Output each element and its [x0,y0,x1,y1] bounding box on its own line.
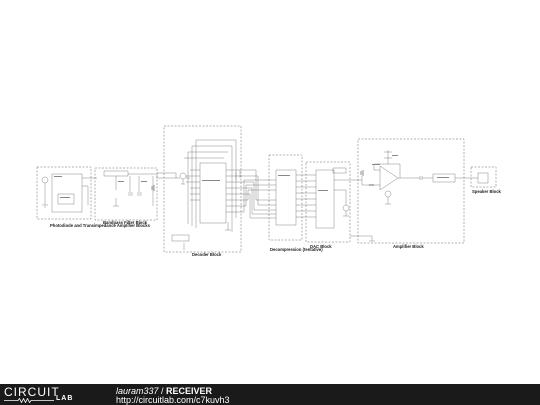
label-photodiode-text: Photodiode and Transimpedance Amplifier … [50,223,151,228]
block-decompression [268,154,303,241]
label-dac: DAC Block [310,244,332,249]
label-photodiode: Photodiode and Transimpedance Amplifier … [50,223,151,228]
block-speaker [470,166,497,188]
block-amplifier [357,138,465,244]
label-decompression: Decompression (tentative) [270,247,323,252]
schematic-canvas: Photodiode and Transimpedance Amplifier … [36,125,502,257]
circuit-url[interactable]: http://circuitlab.com/c7kuvh3 [116,395,230,405]
label-amplifier: Amplifier Block [393,244,424,249]
block-decoder [163,125,242,253]
block-dac [305,161,351,243]
footer-bar: CIRCUIT LAB lauram337 / RECEIVER http://… [0,384,540,405]
label-bandpass: Bandpass Filter Block [103,220,148,225]
schematic-diagram: Photodiode and Transimpedance Amplifier … [36,125,502,257]
block-bandpass [94,167,158,221]
circuit-title: lauram337 / RECEIVER [116,386,212,396]
logo-resistor-icon [4,398,54,403]
logo-lab-text: LAB [56,395,74,402]
block-photodiode [36,166,92,220]
title-separator: / [158,386,167,396]
logo-circuit-text: CIRCUIT [4,385,60,399]
circuit-name: RECEIVER [166,386,213,396]
author-link[interactable]: lauram337 [116,386,159,396]
label-speaker: Speaker Block [472,189,502,194]
label-decoder: Decoder Block [192,252,222,257]
